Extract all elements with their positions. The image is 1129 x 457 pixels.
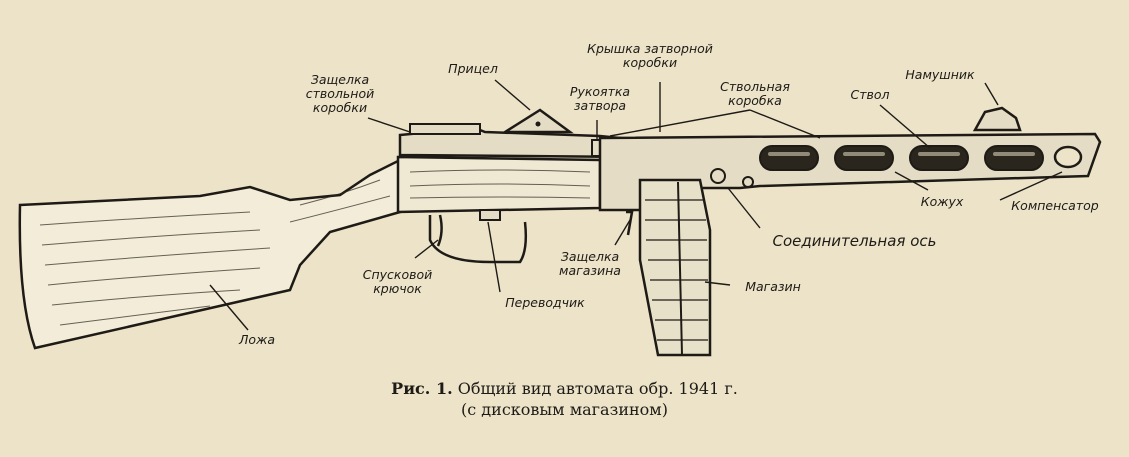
label-receiver-line1: Ствольная: [720, 79, 790, 94]
label-bolt-handle-line1: Рукоятка: [569, 84, 631, 99]
label-magazine: Магазин: [745, 279, 801, 294]
label-stock-latch: Защелка ствольной коробки: [295, 73, 385, 115]
label-selector: Переводчик: [505, 295, 585, 310]
stock: [18, 157, 402, 350]
stock-grain: [39, 179, 391, 326]
label-trigger-line1: Спусковой: [362, 267, 433, 282]
label-magazine-latch-line2: магазина: [559, 263, 621, 278]
rear-sight: [500, 108, 574, 134]
drum-magazine: [638, 178, 712, 357]
label-receiver-cover-line1: Крышка затворной: [587, 41, 713, 56]
label-stock-latch-line2: ствольной: [305, 86, 375, 101]
label-magazine-latch-line1: Защелка: [560, 249, 620, 264]
label-receiver: Ствольная коробка: [705, 80, 805, 108]
label-front-sight: Намушник: [905, 67, 975, 82]
label-receiver-cover: Крышка затворной коробки: [565, 42, 735, 70]
selector: [479, 209, 501, 221]
label-trigger: Спусковой крючок: [355, 268, 440, 296]
barrel-jacket: [598, 132, 1102, 212]
label-stock-latch-line3: коробки: [312, 100, 368, 115]
leader-lines: [209, 79, 1063, 331]
label-sight: Прицел: [448, 61, 498, 76]
label-stock-latch-line1: Защелка: [310, 72, 370, 87]
label-trigger-line2: крючок: [373, 281, 422, 296]
connecting-pin: [710, 168, 726, 184]
label-receiver-line2: коробка: [728, 93, 782, 108]
label-bolt-handle-line2: затвора: [573, 98, 627, 113]
label-barrel: Ствол: [850, 87, 890, 102]
front-sight: [972, 106, 1022, 132]
trigger-guard: [428, 215, 528, 264]
label-jacket: Кожух: [920, 194, 964, 209]
label-stock: Ложа: [239, 332, 275, 347]
label-receiver-cover-line2: коробки: [622, 55, 678, 70]
compensator: [1053, 145, 1083, 169]
label-magazine-latch: Защелка магазина: [545, 250, 635, 278]
figure-caption: Рис. 1. Общий вид автомата обр. 1941 г.: [0, 379, 1129, 398]
caption-text: Общий вид автомата обр. 1941 г.: [457, 379, 738, 398]
caption-number: Рис. 1.: [391, 379, 453, 398]
label-connecting-pin: Соединительная ось: [772, 232, 937, 250]
label-bolt-handle: Рукоятка затвора: [560, 85, 640, 113]
figure-caption-sub: (с дисковым магазином): [461, 400, 668, 419]
trigger: [436, 214, 443, 247]
label-compensator: Компенсатор: [1011, 198, 1099, 213]
